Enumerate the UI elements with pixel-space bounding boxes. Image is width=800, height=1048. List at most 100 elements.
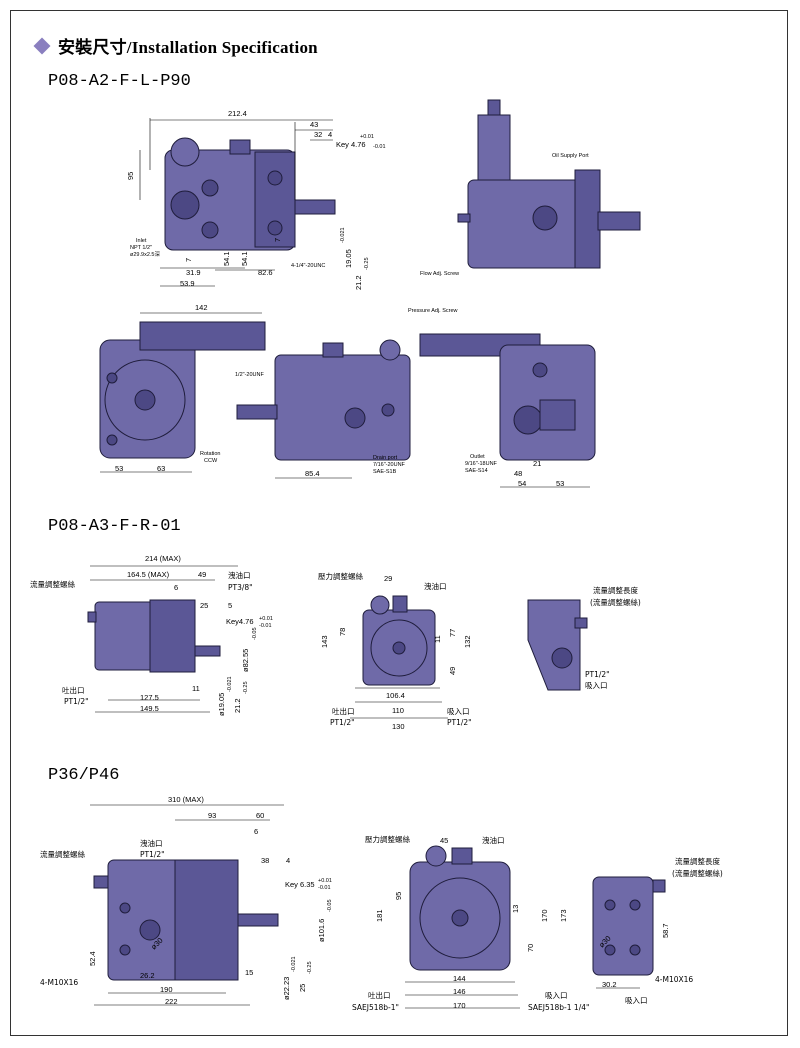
s1-ccw: CCW [204, 458, 218, 464]
model-title-3: P36/P46 [48, 766, 120, 785]
s3-bolt-r: 4-M10X16 [655, 975, 693, 984]
s2-dim-78: 78 [338, 628, 347, 636]
s1-top-view [236, 339, 411, 479]
s3-dim-70: 70 [526, 944, 535, 952]
s3-dim-22-23-tol: -0.021 [291, 956, 297, 972]
s2-dim-21-2-tol: -0.25 [243, 681, 249, 694]
s3-dim-170: 170 [540, 909, 549, 922]
s2-inlet: 吸入口 [447, 707, 470, 716]
s2-inlet-r: 吸入口 [585, 681, 608, 690]
s3-dim-146: 146 [453, 987, 466, 996]
s1-rotation: Rotation [200, 451, 221, 457]
s1-drain-unf: 7/16"-20UNF [373, 462, 406, 468]
s2-key-tol-up: +0.01 [259, 616, 273, 622]
s3-dim-4: 4 [286, 856, 290, 865]
s3-dim-22-23: ø22.23 [282, 977, 291, 1000]
s3-outlet: 吐出口 [368, 990, 391, 1000]
s3-pressure-screw: 壓力調整螺絲 [365, 834, 410, 844]
s3-dim-170b: 170 [453, 1001, 466, 1010]
s2-dim-127-5: 127.5 [140, 693, 159, 702]
page-title: 安裝尺寸/Installation Specification [58, 38, 318, 57]
s1-dim-53b: 53 [556, 479, 564, 488]
s2-dim-5: 5 [228, 601, 232, 610]
s1-drain: Drain port [373, 455, 398, 461]
s3-bolt: 4-M10X16 [40, 978, 78, 987]
s2-rear-view [527, 599, 588, 691]
s1-dim-53: 53 [115, 464, 123, 473]
s3-flow-screw: 流量調整螺絲 [40, 849, 85, 859]
s3-dim-25-tol: -0.25 [307, 961, 313, 974]
s3-dim-45: 45 [440, 836, 448, 845]
s2-outlet-pt: PT1/2" [64, 697, 89, 706]
s2-dim-164-5: 164.5 (MAX) [127, 570, 170, 579]
s3-leak: 洩油口 [140, 838, 163, 848]
s2-dim-214: 214 (MAX) [145, 554, 181, 563]
s3-dim-310: 310 (MAX) [168, 795, 204, 804]
s1-inlet-size: ø29.9x2.5深 [130, 250, 160, 258]
s3-dim-173: 173 [559, 909, 568, 922]
s1-dim-63: 63 [157, 464, 165, 473]
s3-rear-view [592, 876, 666, 989]
s2-dim-82-55: ø82.55 [241, 649, 250, 672]
s1-dim-43: 43 [310, 120, 318, 129]
s2-pt: PT1/2" [585, 670, 610, 679]
s1-dim-54: 54 [518, 479, 526, 488]
s1-dim-54-1-b: 54.1 [240, 251, 249, 266]
s1-rear-view [419, 333, 596, 488]
s2-dim-130: 130 [392, 722, 405, 731]
s2-pressure-screw: 壓力調整螺絲 [318, 571, 363, 581]
s1-dim-4: 4 [328, 130, 332, 139]
s3-dim-222: 222 [165, 997, 178, 1006]
s1-dim-21: 21 [533, 459, 541, 468]
s3-dim-15: 15 [245, 968, 253, 977]
s1-key: Key 4.76 [336, 140, 366, 149]
s2-dim-11: 11 [192, 684, 200, 693]
s2-outlet2-pt: PT1/2" [330, 718, 355, 727]
s2-key-tol-dn: -0.01 [259, 623, 272, 629]
s1-dim-19-05: 19.05 [344, 249, 353, 268]
s1-outlet-sae: SAE-S14 [465, 468, 488, 474]
s3-inlet: 吸入口 [545, 991, 568, 1000]
s3-dim-101-6-tol: -0.05 [327, 899, 333, 912]
s2-dim-149-5: 149.5 [140, 704, 159, 713]
s1-flow-adj: Flow Adj. Screw [420, 271, 459, 277]
s1-oil-supply: Oil Supply Port [552, 153, 589, 159]
s2-dim-77: 77 [448, 629, 457, 637]
s3-dim-25: 25 [298, 984, 307, 992]
s1-dim-82-6: 82.6 [258, 268, 273, 277]
s1-dim-21-2: 21.2 [354, 275, 363, 290]
s1-bolt: 4-1/4"-20UNC [291, 263, 325, 269]
s1-end-view [99, 312, 266, 473]
s3-dim-93: 93 [208, 811, 216, 820]
s2-dim-49b: 49 [448, 667, 457, 675]
s3-inlet-r: 吸入口 [625, 996, 648, 1005]
s2-inlet-pt: PT1/2" [447, 718, 472, 727]
s2-flow-screw: 流量調整螺絲 [30, 579, 75, 589]
s3-dim-13: 13 [511, 905, 520, 913]
s2-dim-106-4: 106.4 [386, 691, 405, 700]
s2-leak2: 洩油口 [424, 581, 447, 591]
s3-dim-144: 144 [453, 974, 466, 983]
s2-dim-25: 25 [200, 601, 208, 610]
s1-dim-48: 48 [514, 469, 522, 478]
s3-inlet-sae: SAEJ518b-1 1/4" [528, 1003, 589, 1012]
s1-dim-32: 32 [314, 130, 322, 139]
s2-outlet2: 吐出口 [332, 706, 355, 716]
s2-dim-19-05: ø19.05 [217, 693, 226, 716]
s2-dim-11b: 11 [433, 635, 442, 643]
s2-dim-143: 143 [320, 635, 329, 648]
s3-flow-len2: (流量調整螺絲) [672, 868, 723, 878]
s1-dim-54-1-a: 54.1 [222, 251, 231, 266]
s3-key-tol-dn: -0.01 [318, 885, 331, 891]
s1-dim-53-9: 53.9 [180, 279, 195, 288]
s1-dim-19-05-tol: -0.021 [340, 227, 346, 243]
s1-dim-212-4: 212.4 [228, 109, 247, 118]
s2-dim-21-2: 21.2 [233, 698, 242, 713]
s2-dim-110: 110 [392, 706, 404, 715]
s3-dim-52-4: 52.4 [88, 951, 97, 966]
s3-dim-95: 95 [394, 892, 403, 900]
s3-leak2: 洩油口 [482, 835, 505, 845]
s3-dim-58-7: 58.7 [661, 923, 670, 938]
s2-key: Key4.76 [226, 617, 254, 626]
